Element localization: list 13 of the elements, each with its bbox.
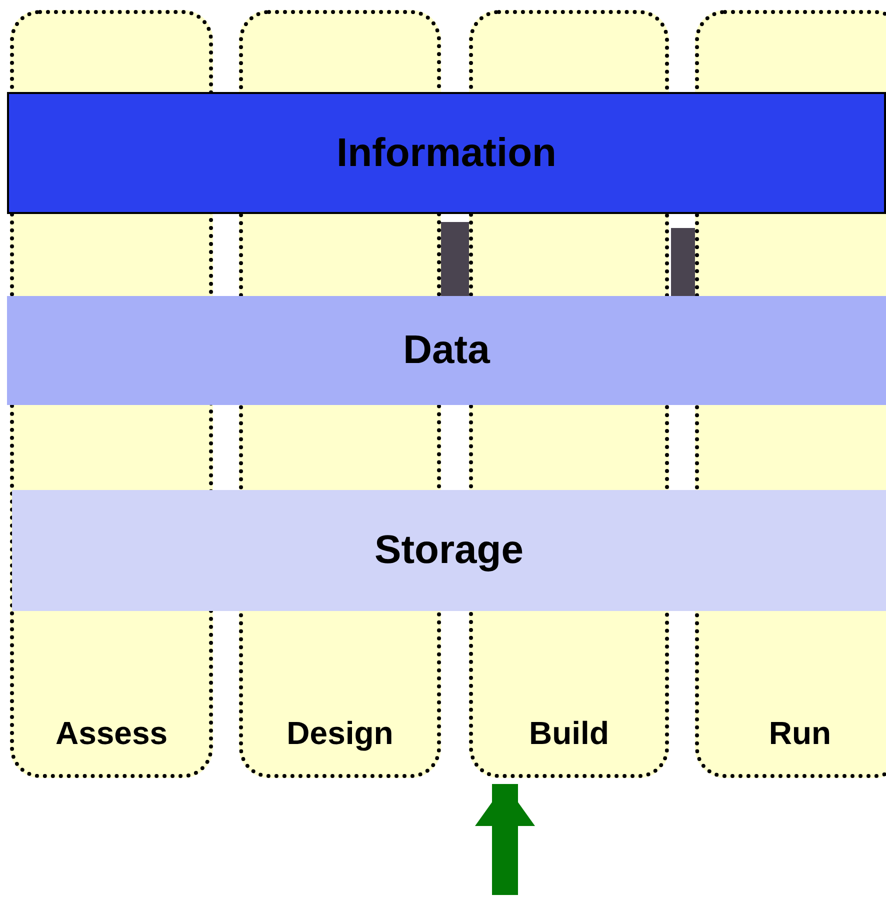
phase-label: Assess <box>54 715 169 752</box>
layer-band <box>7 296 886 405</box>
layer-label: Storage <box>374 528 524 573</box>
dark-bar <box>671 228 696 296</box>
layer-band <box>7 92 886 214</box>
layer-label: Information <box>336 130 556 176</box>
arrow <box>475 784 535 895</box>
layer-band <box>12 490 886 611</box>
phase-label: Design <box>286 715 394 752</box>
layer-label: Data <box>403 328 490 373</box>
dark-bar <box>441 222 469 296</box>
phase-label: Build <box>528 715 610 752</box>
phase-label: Run <box>768 715 832 752</box>
